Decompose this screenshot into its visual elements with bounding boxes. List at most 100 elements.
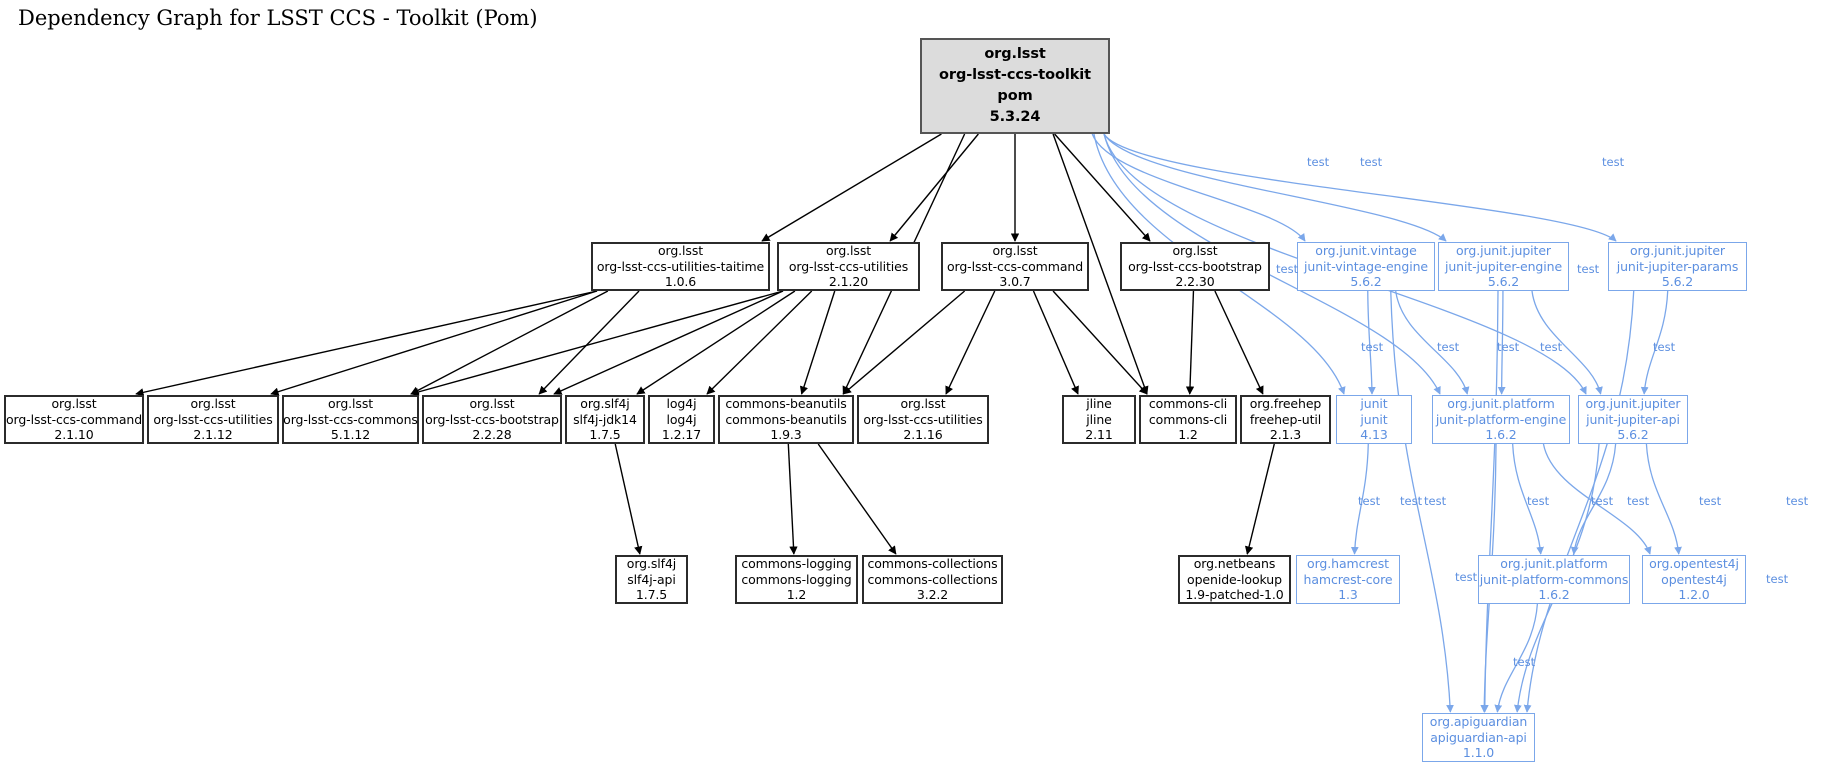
node-version: 1.6.2 [1485, 427, 1517, 443]
node-version: 1.2 [786, 587, 807, 603]
node-group: org.junit.platform [1447, 396, 1555, 412]
node-group: org.hamcrest [1307, 556, 1389, 572]
edge-junit-jupiter-api-to-junit-platform-commons [1570, 443, 1617, 555]
edge-label-test: test [1602, 155, 1625, 169]
node-artifact: org-lsst-ccs-bootstrap [1128, 258, 1262, 274]
edge-commons-beanutils-to-commons-logging [787, 443, 798, 555]
edge-utilities-taitime-to-bootstrap-2228 [538, 290, 640, 395]
edge-junit-vintage-engine-to-junit-413 [1367, 290, 1376, 395]
edge-label-test: test [1786, 494, 1809, 508]
node-group: org.lsst [992, 243, 1038, 259]
edge-command-307-to-commons-cli [1052, 290, 1148, 395]
node-artifact: org-lsst-ccs-command [5, 411, 143, 427]
edge-command-307-to-commons-beanutils [842, 290, 966, 395]
node-group: org.slf4j [580, 396, 630, 412]
edge-utilities-2120-to-log4j [706, 290, 813, 395]
edge-bootstrap-2230-to-freehep-util [1214, 290, 1264, 395]
edge-label-test: test [1307, 155, 1330, 169]
edge-label-test: test [1577, 262, 1600, 276]
node-group: commons-cli [1148, 396, 1228, 412]
node-artifact: openide-lookup [1187, 571, 1282, 587]
edge-utilities-2120-to-slf4j-jdk14 [636, 290, 796, 395]
node-artifact: log4j [666, 411, 697, 427]
edge-junit-413-to-hamcrest-core [1350, 443, 1369, 555]
node-artifact: junit-jupiter-params [1616, 258, 1739, 274]
node-artifact: org-lsst-ccs-commons [283, 411, 418, 427]
edge-label-test: test [1400, 494, 1423, 508]
edge-utilities-2120-to-bootstrap-2228 [553, 290, 784, 395]
edge-label-test: test [1653, 340, 1676, 354]
edge-utilities-2120-to-commons-beanutils [799, 290, 836, 395]
node-artifact: commons-collections [867, 571, 998, 587]
node-group: commons-logging [741, 556, 852, 572]
node-group: jline [1086, 396, 1112, 412]
edge-slf4j-jdk14-to-slf4j-api [614, 443, 643, 555]
node-group: commons-beanutils [725, 396, 847, 412]
edge-junit-platform-commons-to-apiguardian-api [1494, 603, 1539, 713]
edge-commons-beanutils-to-commons-collections [817, 443, 897, 555]
edge-command-307-to-utilities-2116 [945, 290, 996, 395]
node-version: 3.2.2 [916, 587, 949, 603]
node-version: 1.7.5 [635, 587, 668, 603]
edge-junit-vintage-engine-to-apiguardian-api [1390, 290, 1454, 713]
edge-junit-jupiter-params-to-apiguardian-api [1523, 290, 1635, 713]
edge-label-test: test [1437, 340, 1460, 354]
edge-label-test: test [1424, 494, 1447, 508]
node-group: org.lsst [657, 243, 704, 259]
edge-root-to-junit-vintage-engine [1091, 133, 1306, 242]
edge-junit-jupiter-engine-to-junit-jupiter-api [1531, 290, 1603, 395]
node-version: 2.1.20 [828, 274, 869, 290]
edge-label-test: test [1358, 494, 1381, 508]
node-artifact: junit-platform-commons [1479, 571, 1629, 587]
node-artifact: junit-platform-engine [1435, 411, 1567, 427]
node-artifact: hamcrest-core [1303, 571, 1393, 587]
node-artifact: org-lsst-ccs-command [946, 258, 1084, 274]
node-group: org.slf4j [626, 556, 677, 572]
node-group: org.junit.jupiter [1585, 396, 1681, 412]
node-packaging: pom [997, 88, 1033, 104]
node-version: 1.9-patched-1.0 [1185, 587, 1284, 603]
node-group: junit [1360, 396, 1388, 412]
node-artifact: org-lsst-ccs-utilities-taitime [596, 258, 765, 274]
edge-utilities-2120-to-commons-5112 [410, 290, 784, 397]
node-version: 1.2.0 [1678, 587, 1710, 603]
edge-root-to-junit-jupiter-engine [1103, 133, 1447, 242]
node-artifact: opentest4j [1661, 571, 1727, 587]
node-version: 2.11 [1085, 427, 1113, 443]
node-group: org.junit.vintage [1315, 243, 1417, 259]
node-artifact: slf4j-jdk14 [573, 411, 637, 427]
node-artifact: commons-logging [741, 571, 852, 587]
node-group: org.apiguardian [1429, 714, 1528, 730]
